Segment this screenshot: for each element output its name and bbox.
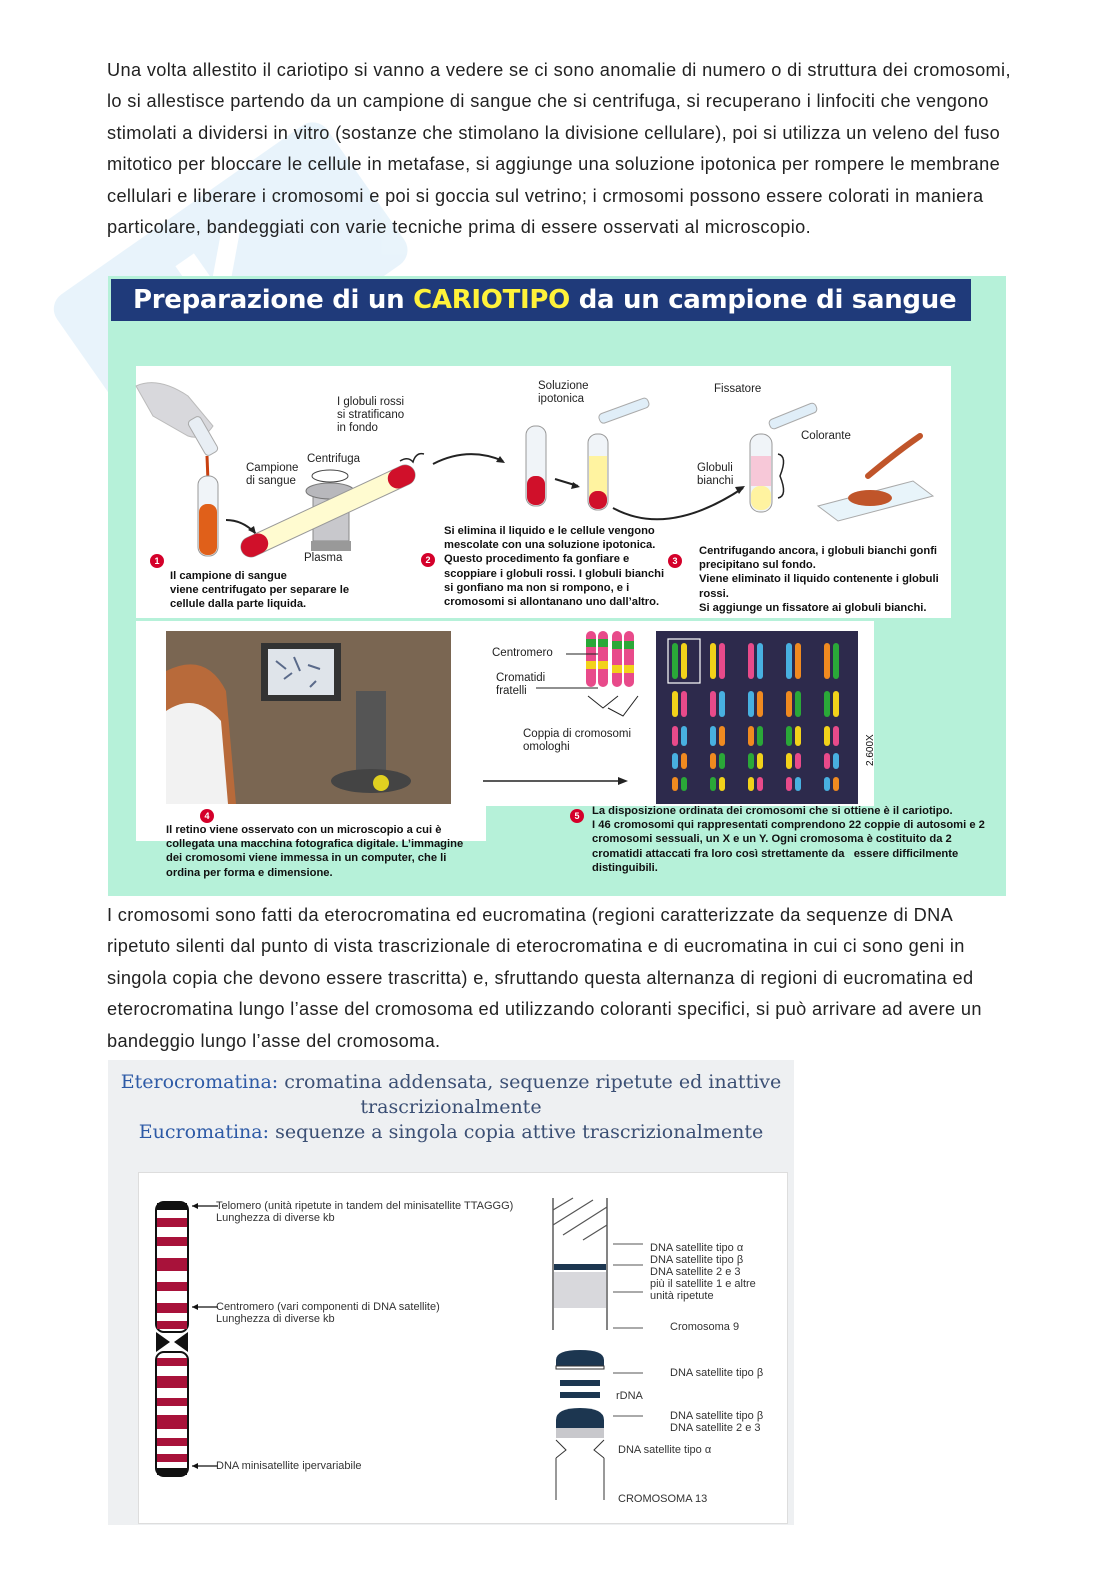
label-centromero-2: Centromero (vari componenti di DNA satel…: [216, 1301, 440, 1325]
karyotype-chromosome: [795, 643, 801, 679]
label-coppia: Coppia di cromosomi omologhi: [523, 728, 632, 753]
karyotype-chromosome: [681, 726, 687, 746]
karyotype-chromosome: [795, 691, 801, 717]
highlight-box: [667, 638, 701, 684]
intro-paragraph: Una volta allestito il cariotipo si vann…: [107, 60, 1011, 238]
karyotype-chromosome: [719, 691, 725, 717]
karyotype-chromosome: [681, 691, 687, 717]
karyotype-chromosome: [824, 753, 830, 769]
karyotype-chromosome: [757, 691, 763, 717]
karyotype-chromosome: [710, 753, 716, 769]
step-caption-4: Il retino viene osservato con un microsc…: [166, 824, 464, 879]
karyotype-chromosome: [786, 726, 792, 746]
chromatin-figure-title: Eterocromatina: cromatina addensata, seq…: [120, 1071, 782, 1143]
step-number-5: 5: [570, 809, 584, 823]
label-cromatidi: Cromatidi fratelli: [496, 672, 546, 697]
label-plasma: Plasma: [304, 552, 343, 564]
karyotype-chromosome: [786, 691, 792, 717]
label-centrifuga: Centrifuga: [307, 453, 361, 465]
karyotype-chromosome: [824, 691, 830, 717]
karyotype-chromosome: [748, 753, 754, 769]
step-caption-1: Il campione di sangue viene centrifugato…: [170, 570, 350, 611]
karyotype-chromosome: [681, 753, 687, 769]
label-centromero: Centromero: [492, 647, 553, 659]
label-satellite-group: DNA satellite tipo α DNA satellite tipo …: [650, 1242, 756, 1302]
karyotype-chromosome: [786, 777, 792, 791]
step-caption-5: La disposizione ordinata dei cromosomi c…: [592, 805, 985, 874]
karyotype-chromosome: [795, 726, 801, 746]
label-colorante: Colorante: [801, 430, 851, 442]
label-sat-beta-23: DNA satellite tipo β DNA satellite 2 e 3: [670, 1410, 764, 1434]
karyotype-chromosome: [672, 777, 678, 791]
karyotype-chromosome: [748, 726, 754, 746]
karyotype-chromosome: [710, 777, 716, 791]
karyotype-chromosome: [719, 777, 725, 791]
label-globuli-rossi: I globuli rossi si stratificano in fondo: [337, 396, 405, 434]
chromatin-diagram: [155, 1197, 643, 1500]
karyotype-chromosome: [710, 691, 716, 717]
chromatin-paragraph: I cromosomi sono fatti da eterocromatina…: [107, 905, 982, 1051]
karyotype-chromosome: [757, 726, 763, 746]
step-number-1: 1: [150, 554, 164, 568]
karyotype-chromosome: [748, 643, 754, 679]
chromatin-diagram-panel: [138, 1172, 788, 1524]
label-fissatore: Fissatore: [714, 383, 762, 395]
label-soluzione: Soluzione ipotonica: [538, 380, 589, 405]
karyotype-chromosome: [757, 753, 763, 769]
process-illustration: [135, 382, 935, 785]
karyotype-chromosome: [672, 643, 678, 679]
karyotype-chromosome: [719, 643, 725, 679]
label-globuli-bianchi: Globuli bianchi: [697, 462, 734, 487]
label-magnification: 2.600X: [865, 734, 876, 766]
karyotype-chromosome: [824, 777, 830, 791]
karyotype-chromosome: [786, 753, 792, 769]
karyotype-chromosome: [833, 753, 839, 769]
label-cromosoma-9: Cromosoma 9: [670, 1321, 740, 1333]
step-caption-2: Si elimina il liquido e le cellule vengo…: [444, 525, 665, 609]
karyotype-chromosome: [757, 643, 763, 679]
karyotype-chromosome: [672, 726, 678, 746]
karyotype-chromosome: [672, 691, 678, 717]
figure-title: Preparazione di un CARIOTIPO da un campi…: [133, 285, 957, 315]
label-sat-beta: DNA satellite tipo β: [670, 1367, 764, 1379]
karyotype-chromosome: [672, 753, 678, 769]
label-campione: Campione di sangue: [246, 462, 299, 487]
karyotype-chromosome: [681, 643, 687, 679]
step-number-3: 3: [668, 554, 682, 568]
karyotype-chromosome: [748, 691, 754, 717]
karyotype-chromosome: [681, 777, 687, 791]
label-sat-alpha: DNA satellite tipo α: [618, 1444, 712, 1456]
chromatin-figure: Eterocromatina: cromatina addensata, seq…: [108, 1060, 794, 1525]
karyotype-chromosome: [795, 777, 801, 791]
karyotype-chromosome: [833, 726, 839, 746]
karyotype-chromosome: [824, 726, 830, 746]
label-minisatellite: DNA minisatellite ipervariabile: [216, 1460, 362, 1472]
karyotype-chromosome: [719, 753, 725, 769]
label-rdna: rDNA: [616, 1390, 643, 1402]
karyotype-chromosome: [833, 691, 839, 717]
karyotype-chromosome: [757, 777, 763, 791]
label-cromosoma-13: CROMOSOMA 13: [618, 1493, 708, 1505]
karyotype-chromosome: [833, 777, 839, 791]
karyotype-chromosome: [824, 643, 830, 679]
label-telomero: Telomero (unità ripetute in tandem del m…: [216, 1200, 514, 1224]
figure-title-bar: Preparazione di un CARIOTIPO da un campi…: [111, 279, 971, 321]
karyotype-chromosome: [795, 753, 801, 769]
karyotype-figure: Preparazione di un CARIOTIPO da un campi…: [108, 276, 1006, 896]
step-number-2: 2: [421, 553, 435, 567]
karyotype-image: [656, 631, 858, 804]
karyotype-chromosome: [786, 643, 792, 679]
step-number-4: 4: [200, 809, 214, 823]
karyotype-chromosome: [748, 777, 754, 791]
lab-photo: [166, 631, 451, 804]
karyotype-chromosome: [710, 643, 716, 679]
step-caption-3: Centrifugando ancora, i globuli bianchi …: [699, 545, 939, 614]
karyotype-chromosome: [710, 726, 716, 746]
karyotype-chromosome: [833, 643, 839, 679]
karyotype-chromosome: [719, 726, 725, 746]
